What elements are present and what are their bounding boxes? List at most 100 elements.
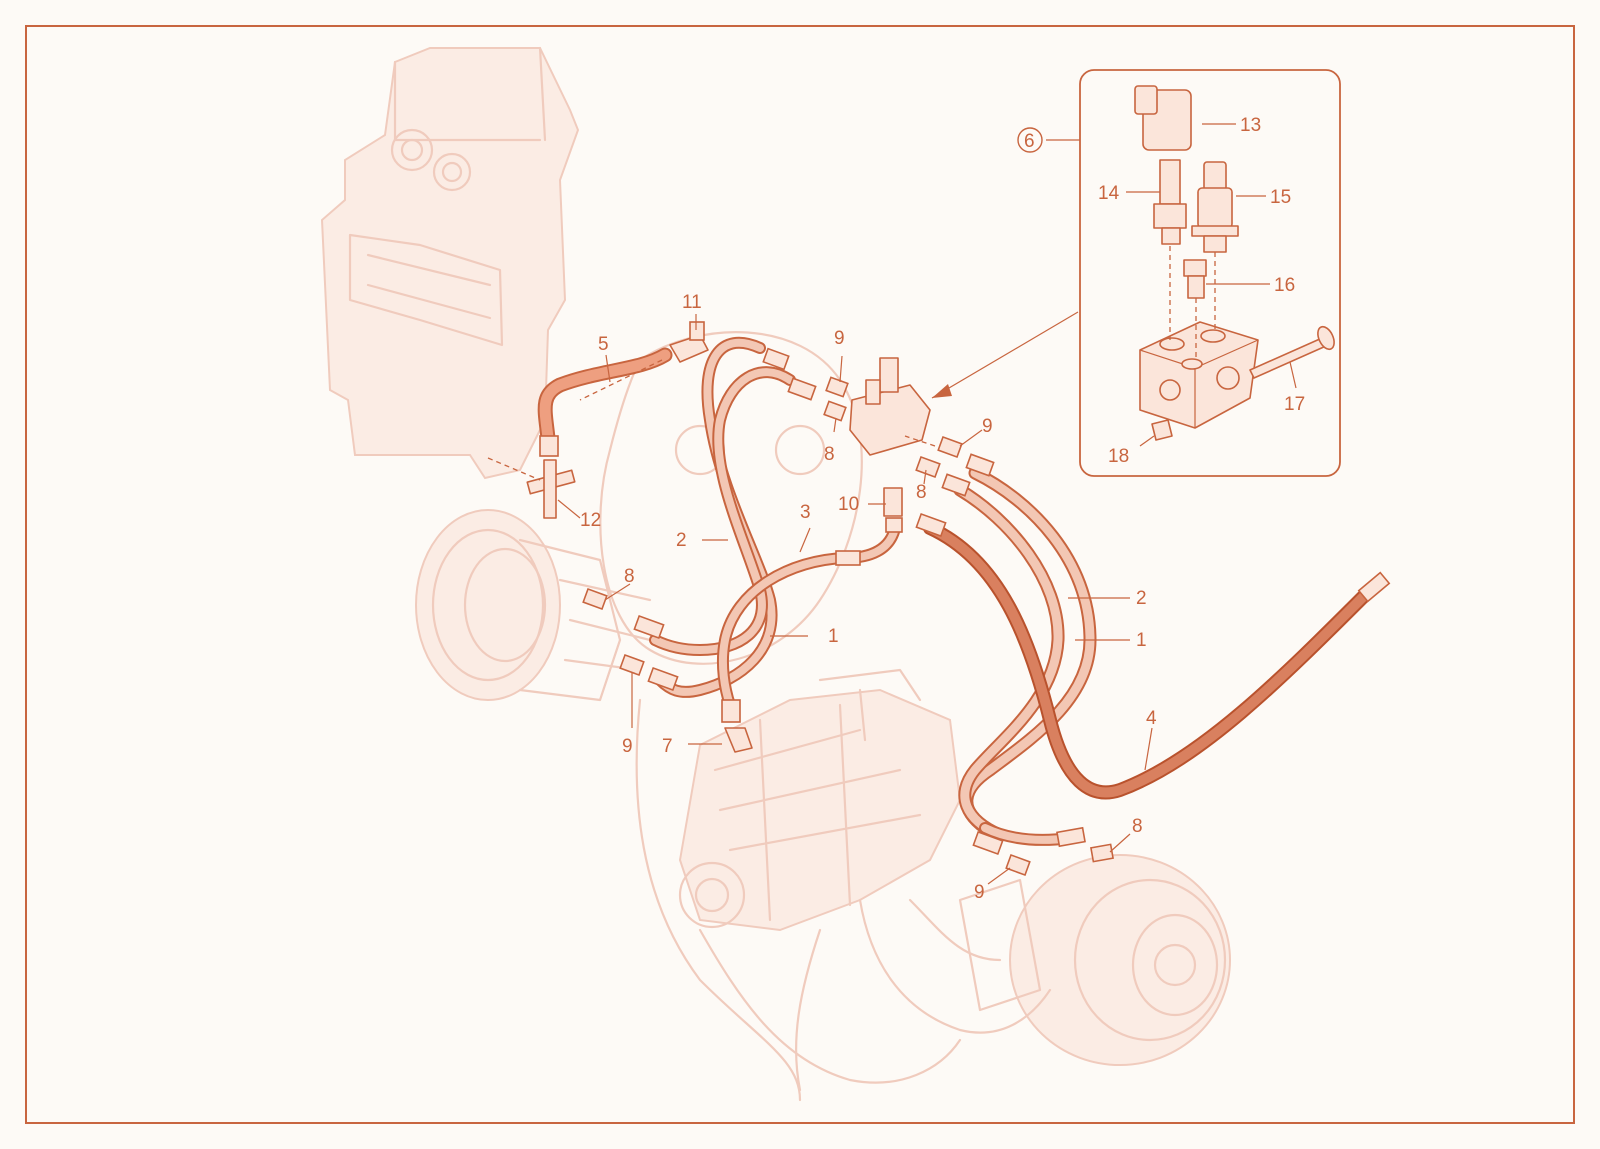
fitting-9-lower [1005, 853, 1031, 877]
manifold-port-b [1200, 329, 1226, 343]
plug-16-body [1187, 275, 1205, 299]
bolt-17-head [1317, 325, 1335, 351]
ghost-left-hub-inner [463, 547, 547, 663]
callout-9: 9 [974, 882, 985, 903]
callout-12: 12 [580, 510, 601, 531]
ghost-machine [320, 46, 1231, 1102]
plug-16-hex [1183, 259, 1207, 277]
ghost-tank-port-b-inner [441, 161, 463, 183]
callout-8: 8 [824, 444, 835, 465]
leader-18 [1139, 435, 1155, 447]
fitting-lower-a [972, 830, 1004, 856]
hoses [537, 336, 1377, 846]
leader-17 [1289, 361, 1297, 389]
fitting-9-top [825, 376, 849, 398]
hose-5 [539, 349, 671, 444]
callout-8: 8 [916, 482, 927, 503]
callout-15: 15 [1270, 187, 1291, 208]
ghost-lower-hose-b [698, 928, 962, 1084]
ghost-tank-edges [393, 46, 547, 142]
coil-13-connector [1134, 85, 1158, 115]
ghost-creature-eye-b [774, 424, 826, 476]
cartridge-14-tip [1161, 227, 1181, 245]
fitting-8-right [915, 455, 941, 479]
callout-17: 17 [1284, 394, 1305, 415]
callout-11: 11 [682, 292, 702, 313]
leader-9a [839, 355, 843, 383]
callout-13: 13 [1240, 115, 1261, 136]
callout-6-circle [1017, 127, 1043, 153]
inset-assembly-lines [1169, 246, 1216, 360]
leader-8a [604, 583, 631, 601]
ghost-tank-outline [320, 47, 580, 480]
fitting-hose-4-top [915, 512, 947, 538]
callout-1: 1 [1136, 630, 1147, 651]
ghost-valve-block [818, 668, 922, 742]
manifold-side-port-b [1216, 366, 1240, 390]
ghost-right-hub-ring [1073, 878, 1227, 1042]
callout-16: 16 [1274, 275, 1295, 296]
fitting-valve-a [762, 347, 790, 371]
callout-8: 8 [1132, 816, 1143, 837]
fitting-hose-left-b [647, 666, 679, 692]
inset-detail [1079, 69, 1341, 477]
elbow-11-cap [689, 321, 705, 341]
valve-block-main [849, 384, 931, 456]
elbow-7 [724, 727, 753, 753]
ghost-left-hub [415, 509, 561, 701]
callout-9: 9 [622, 736, 633, 757]
ghost-right-hub [1009, 854, 1231, 1066]
callout-10: 10 [838, 494, 859, 515]
ghost-tank-port-b [432, 152, 472, 192]
callout-9: 9 [834, 328, 845, 349]
callout-6: 6 [1024, 131, 1035, 152]
valve-block-cartridge [879, 357, 899, 393]
leader-12 [557, 499, 581, 519]
tee-10 [883, 487, 903, 517]
leader-3 [799, 527, 811, 553]
valve-15-tip [1203, 235, 1227, 253]
fitting-9-right [937, 435, 963, 459]
ghost-pump-details [713, 703, 922, 922]
ghost-tank-port-a [390, 128, 434, 172]
valve-15-body [1197, 187, 1233, 229]
ghost-tank-recess [348, 233, 504, 347]
cartridge-14-hex [1153, 203, 1187, 229]
leader-5 [605, 354, 611, 383]
tee-10-bottom [885, 517, 903, 533]
ghost-pump-flange-inner [694, 877, 730, 913]
ghost-lower-hose-a [635, 698, 802, 1102]
fittings [526, 321, 1391, 877]
fitting-hose-3-bottom [721, 699, 741, 723]
hose-2-left [656, 338, 776, 696]
fitting-hose-left-a [633, 614, 665, 640]
fitting-8-left [582, 587, 608, 611]
callout-4: 4 [1146, 708, 1157, 729]
ghost-tank-ribs [366, 253, 492, 320]
manifold-side-port-a [1159, 379, 1181, 401]
leader-9b [959, 429, 983, 447]
tee-12-stem [543, 459, 557, 519]
ghost-pump-flange [678, 861, 746, 929]
fitting-hose-right-a [965, 453, 995, 477]
plug-18 [1151, 419, 1173, 441]
ghost-left-motor [518, 538, 622, 702]
cartridge-14-stem [1159, 159, 1181, 205]
leader-8c [923, 469, 927, 485]
manifold-port-c [1181, 358, 1203, 370]
valve-15-flange [1191, 225, 1239, 237]
fitting-valve-b [787, 377, 817, 401]
assembly-dash-lines [487, 359, 936, 481]
fitting-hose-4-end [1357, 571, 1391, 603]
diagram-frame [25, 25, 1575, 1124]
ghost-lower-hose-d [795, 928, 822, 1092]
hose-1-left [651, 368, 794, 654]
leader-9d [987, 867, 1011, 885]
hose-2-left-outline [654, 336, 778, 698]
leader-8b [833, 417, 837, 433]
callout-leaders [557, 123, 1297, 885]
ghost-lower-hose-c [858, 898, 1052, 1034]
callout-8: 8 [624, 566, 635, 587]
ghost-lower-hose-e [908, 898, 1002, 962]
